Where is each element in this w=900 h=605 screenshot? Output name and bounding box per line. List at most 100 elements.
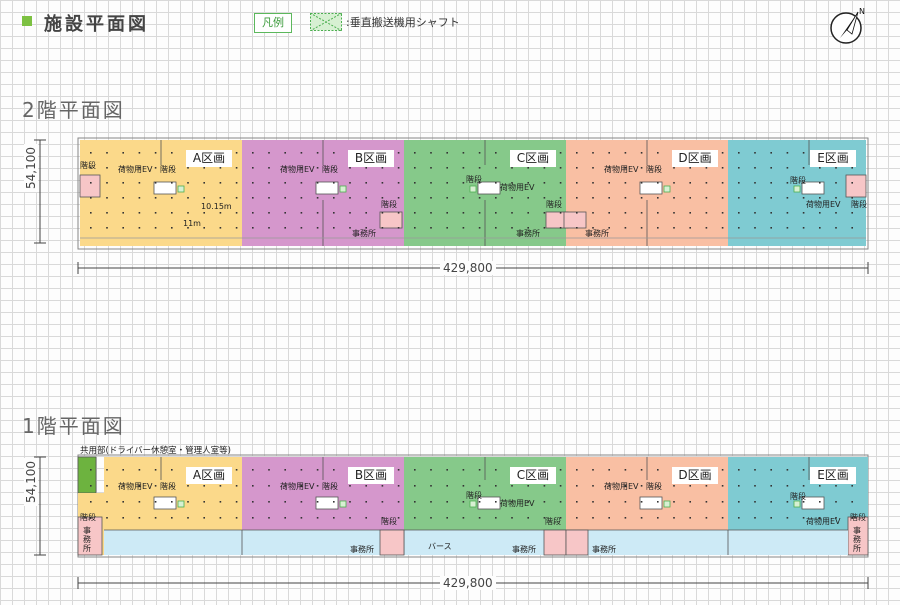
- floor2-zone-d-label: D区画: [672, 150, 718, 167]
- column-dot: [235, 517, 238, 519]
- floor1-zone-b-label: B区画: [348, 467, 394, 484]
- column-dot: [851, 212, 853, 214]
- column-dot: [90, 212, 92, 214]
- column-dot: [203, 167, 205, 169]
- column-dot: [559, 197, 562, 199]
- column-dot: [397, 197, 400, 199]
- column-dot: [721, 212, 724, 214]
- column-dot: [738, 212, 740, 214]
- column-dot: [187, 212, 189, 214]
- column-dot: [252, 469, 254, 471]
- floor1-ev-label: 荷物用EV: [604, 482, 639, 491]
- column-dot: [138, 469, 141, 471]
- column-dot: [624, 485, 627, 487]
- column-dot: [284, 152, 286, 154]
- column-dot: [462, 197, 465, 199]
- column-dot: [673, 485, 675, 487]
- column-dot: [430, 167, 432, 169]
- column-dot: [705, 212, 708, 214]
- column-dot: [106, 182, 108, 184]
- column-dot: [478, 485, 481, 487]
- column-dot: [478, 227, 481, 229]
- column-dot: [446, 501, 448, 503]
- column-dot: [106, 152, 108, 154]
- column-dot: [559, 501, 562, 503]
- column-dot: [478, 517, 481, 519]
- column-dot: [219, 182, 222, 184]
- column-dot: [462, 485, 465, 487]
- column-dot: [462, 517, 465, 519]
- column-dot: [187, 227, 189, 229]
- column-dot: [462, 469, 465, 471]
- column-dot: [446, 152, 448, 154]
- floor2-width-dimension: 429,800: [440, 261, 496, 275]
- column-dot: [122, 485, 124, 487]
- column-dot: [462, 182, 465, 184]
- column-dot: [430, 227, 432, 229]
- column-dot: [576, 182, 578, 184]
- column-dot: [171, 227, 173, 229]
- column-dot: [154, 212, 157, 214]
- column-dot: [511, 227, 513, 229]
- column-dot: [543, 197, 546, 199]
- column-dot: [462, 152, 465, 154]
- column-dot: [608, 167, 610, 169]
- title-marker: [22, 16, 32, 26]
- column-dot: [786, 167, 789, 169]
- column-dot: [689, 501, 691, 503]
- column-dot: [851, 167, 853, 169]
- column-dot: [381, 167, 384, 169]
- column-dot: [786, 182, 789, 184]
- column-dot: [252, 517, 254, 519]
- column-dot: [495, 501, 497, 503]
- floor2-stair-label: 階段: [160, 165, 176, 174]
- column-dot: [138, 485, 141, 487]
- column-dot: [462, 227, 465, 229]
- column-dot: [478, 469, 481, 471]
- column-dot: [640, 469, 643, 471]
- column-dot: [365, 501, 367, 503]
- column-dot: [689, 517, 691, 519]
- floor1-depth-dimension: 54,100: [24, 458, 38, 506]
- column-dot: [657, 501, 659, 503]
- column-dot: [624, 152, 627, 154]
- floor1-ev-label: 荷物用EV: [280, 482, 315, 491]
- column-dot: [802, 485, 805, 487]
- column-dot: [754, 152, 756, 154]
- column-dot: [802, 517, 805, 519]
- column-dot: [835, 197, 837, 199]
- column-dot: [203, 501, 205, 503]
- column-dot: [171, 485, 173, 487]
- column-dot: [770, 167, 772, 169]
- legend-label: 凡例: [254, 13, 292, 33]
- column-dot: [673, 227, 675, 229]
- column-dot: [300, 212, 303, 214]
- column-dot: [122, 182, 124, 184]
- column-dot: [705, 227, 708, 229]
- column-dot: [721, 485, 724, 487]
- column-dot: [365, 197, 367, 199]
- column-dot: [252, 167, 254, 169]
- column-dot: [608, 152, 610, 154]
- column-dot: [689, 167, 691, 169]
- column-dot: [754, 167, 756, 169]
- column-dot: [284, 469, 286, 471]
- column-dot: [446, 517, 448, 519]
- column-dot: [187, 485, 189, 487]
- column-dot: [90, 182, 92, 184]
- column-dot: [657, 212, 659, 214]
- floor1-office-label: 事務所: [592, 545, 616, 554]
- column-dot: [430, 517, 432, 519]
- column-dot: [300, 197, 303, 199]
- column-dot: [138, 501, 141, 503]
- column-dot: [721, 167, 724, 169]
- column-dot: [754, 501, 756, 503]
- column-dot: [754, 517, 756, 519]
- column-dot: [122, 152, 124, 154]
- column-dot: [316, 469, 319, 471]
- column-dot: [316, 152, 319, 154]
- column-dot: [495, 469, 497, 471]
- column-dot: [316, 212, 319, 214]
- floor1-ev-label: 荷物用EV: [118, 482, 153, 491]
- legend-text: :垂直搬送機用シャフト: [346, 16, 460, 29]
